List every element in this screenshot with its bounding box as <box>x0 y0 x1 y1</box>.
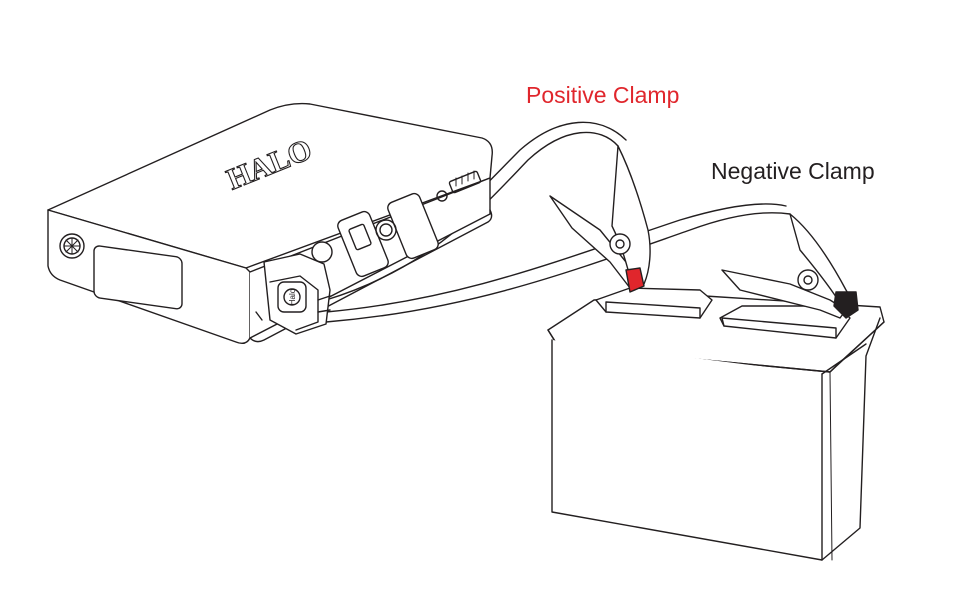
cable-connector <box>263 253 331 335</box>
positive-clamp-label: Positive Clamp <box>526 82 680 108</box>
negative-clamp-label: Negative Clamp <box>711 158 875 184</box>
side-port-panel <box>337 170 482 278</box>
car-battery <box>547 287 885 561</box>
positive-clamp <box>549 145 651 293</box>
fan-vent-icon <box>59 233 85 259</box>
jump-starter-device <box>47 102 493 345</box>
negative-terminal <box>719 305 851 339</box>
power-button-icon <box>375 219 397 241</box>
battery-level-icon <box>436 170 482 202</box>
front-display-window <box>93 245 183 310</box>
negative-clamp <box>721 213 859 319</box>
connector-brand-text: Halo <box>288 288 297 305</box>
